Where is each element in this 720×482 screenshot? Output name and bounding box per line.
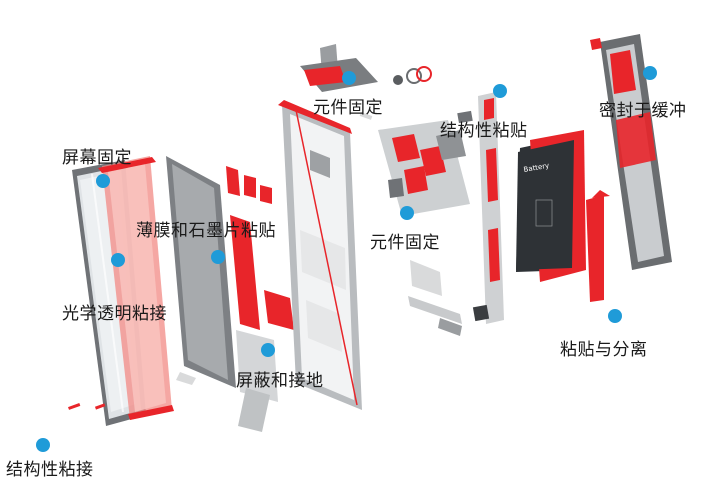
label-screen-fix: 屏幕固定 [62,148,132,168]
display-module [166,156,236,388]
callout-dot-screen-fix [96,174,110,188]
battery: Battery [516,130,586,282]
callout-dot-comp-fix-mid [400,206,414,220]
callout-dot-comp-fix-top [342,71,356,85]
callout-dot-film-graphite [211,250,225,264]
optical-adhesive-layer [98,156,174,420]
motherboard [378,120,470,336]
label-adhere-separate: 粘贴与分离 [560,340,648,360]
sub-board [457,92,504,324]
label-struct-bond: 结构性粘接 [6,460,94,480]
callout-dot-struct-adhesive [493,84,507,98]
adhesive-strip [586,190,610,302]
label-shield-ground: 屏蔽和接地 [236,371,324,391]
back-housing [590,34,672,270]
label-seal-buffer: 密封于缓冲 [599,101,687,121]
callout-dot-optical-bond [111,253,125,267]
top-components [300,44,432,120]
label-optical-bond: 光学透明粘接 [62,304,167,324]
label-comp-fix-mid: 元件固定 [370,233,440,253]
label-film-graphite: 薄膜和石墨片粘贴 [136,221,276,241]
callout-dot-adhere-separate [608,309,622,323]
film-graphite-pieces [226,166,294,330]
callout-dot-struct-bond [36,438,50,452]
label-struct-adhesive: 结构性粘贴 [440,121,528,141]
callout-dot-seal-buffer [643,66,657,80]
middle-frame [278,100,362,410]
callout-dot-shield-ground [261,343,275,357]
label-comp-fix-top: 元件固定 [313,98,383,118]
